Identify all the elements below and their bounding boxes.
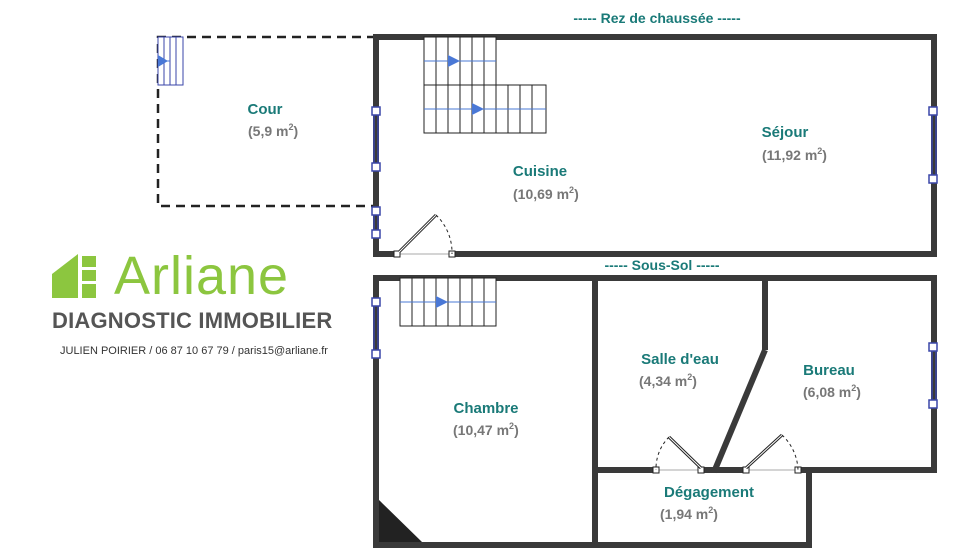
- brand-tagline: DIAGNOSTIC IMMOBILIER: [52, 308, 333, 333]
- arliane-logo: Arliane DIAGNOSTIC IMMOBILIER JULIEN POI…: [52, 246, 362, 364]
- room-name: Cuisine: [513, 163, 567, 180]
- basement-floor-title: ----- Sous-Sol -----: [604, 257, 719, 273]
- stairs-icon: [157, 36, 184, 86]
- window-icon: [371, 106, 938, 409]
- room-area: (10,47 m2): [453, 421, 519, 438]
- room-label-bureau: Bureau (6,08 m2): [803, 362, 861, 400]
- door-swing-icon: [742, 433, 802, 474]
- room-name: Dégagement: [664, 484, 754, 501]
- room-label-sejour: Séjour (11,92 m2): [762, 124, 827, 163]
- corner-shaft: [379, 500, 422, 542]
- house-logo-icon: [52, 254, 96, 298]
- door-swing-icon: [393, 213, 456, 258]
- room-label-degagement: Dégagement (1,94 m2): [660, 484, 754, 522]
- room-label-chambre: Chambre (10,47 m2): [453, 400, 519, 438]
- room-name: Chambre: [453, 400, 518, 417]
- stairs-icon: [423, 36, 497, 86]
- room-label-cour: Cour (5,9 m2): [248, 101, 299, 139]
- room-area: (4,34 m2): [639, 372, 697, 389]
- brand-contact: JULIEN POIRIER / 06 87 10 67 79 / paris1…: [60, 345, 328, 357]
- ground-floor-title: ----- Rez de chaussée -----: [573, 10, 741, 26]
- stairs-icon: [399, 277, 497, 327]
- room-area: (10,69 m2): [513, 185, 579, 202]
- stairs-icon: [423, 84, 547, 134]
- brand-name: Arliane: [114, 246, 290, 306]
- room-area: (5,9 m2): [248, 122, 298, 139]
- room-name: Salle d'eau: [641, 351, 719, 368]
- room-name: Cour: [248, 101, 283, 118]
- room-area: (6,08 m2): [803, 383, 861, 400]
- room-area: (11,92 m2): [762, 146, 827, 163]
- room-label-cuisine: Cuisine (10,69 m2): [513, 163, 579, 202]
- room-label-salle-eau: Salle d'eau (4,34 m2): [639, 351, 719, 389]
- room-name: Bureau: [803, 362, 855, 379]
- courtyard-outline: [156, 35, 376, 208]
- room-area: (1,94 m2): [660, 505, 718, 522]
- room-name: Séjour: [762, 124, 809, 141]
- door-swing-icon: [652, 435, 705, 474]
